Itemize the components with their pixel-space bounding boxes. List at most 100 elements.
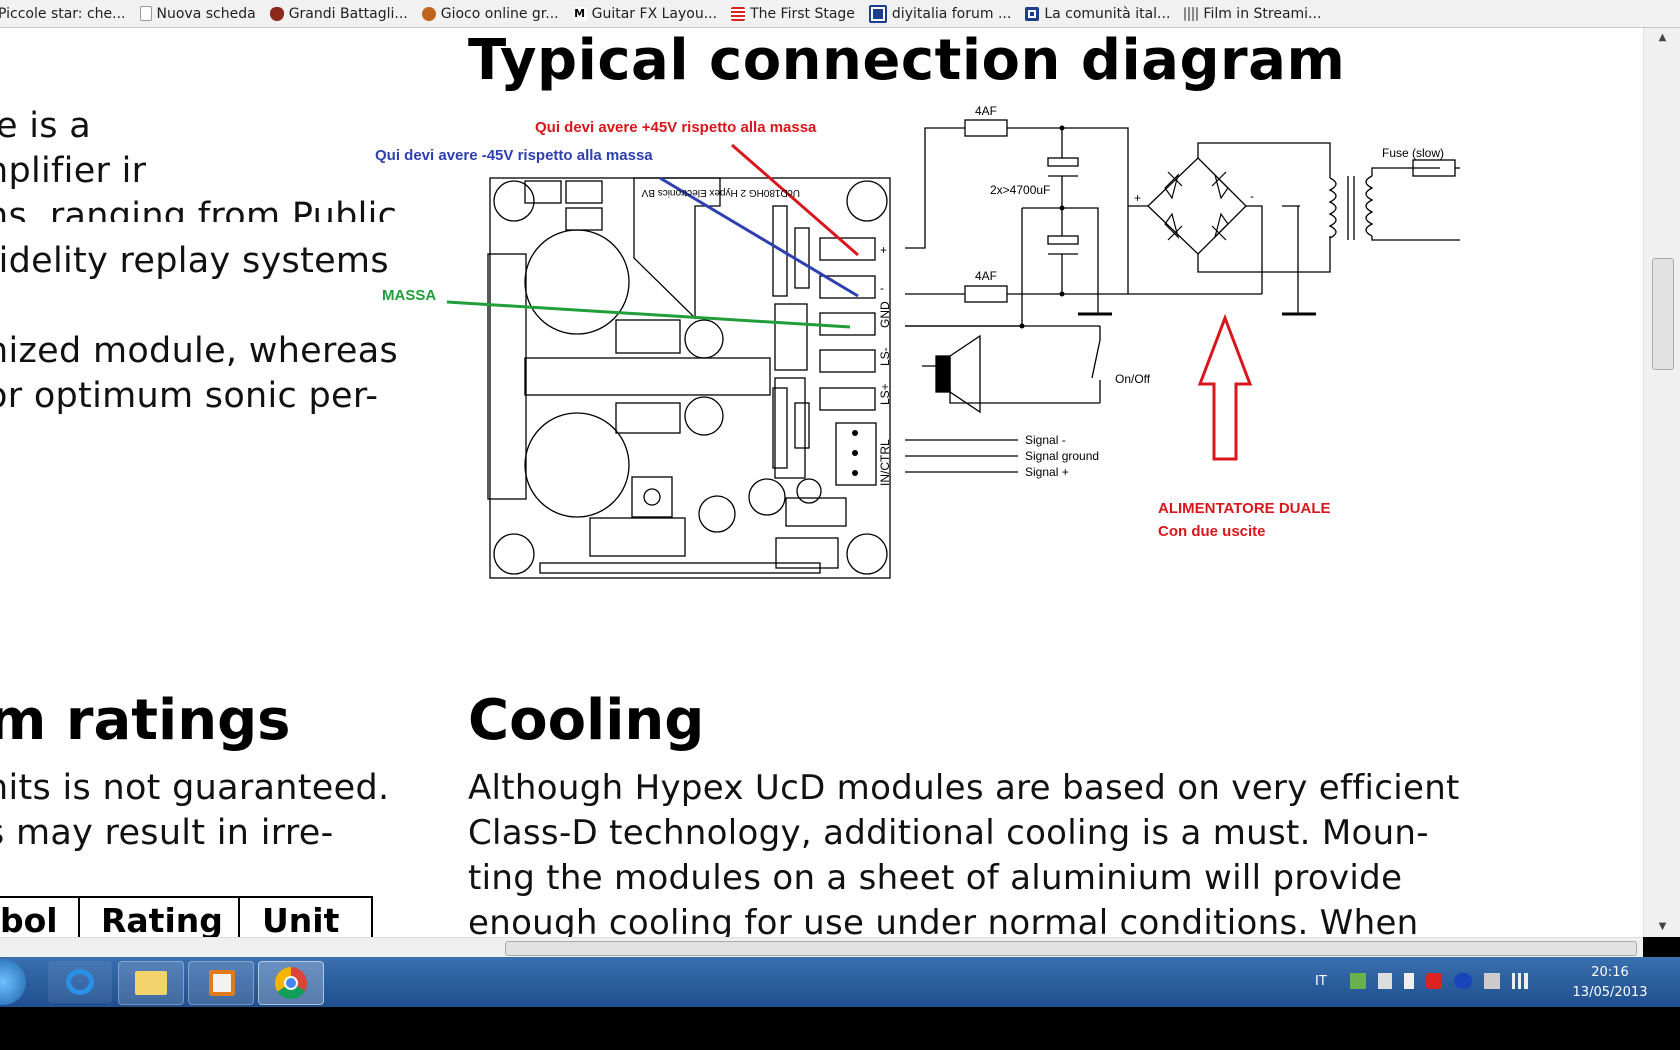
community-icon [1025, 6, 1040, 21]
signal-plus-label: Signal + [1025, 465, 1069, 479]
ratings-table: bol Rating Unit [0, 896, 373, 937]
left-text-line: nplifier in [0, 151, 146, 191]
massa-annotation: MASSA [382, 287, 437, 304]
plus45-annotation: Qui devi avere +45V rispetto alla massa [535, 119, 817, 136]
cooling-text-line: ting the modules on a sheet of aluminium… [468, 858, 1403, 898]
bookmark-item[interactable]: Film in Streami... [1184, 6, 1321, 22]
pin-gnd-label: GND [878, 301, 892, 328]
speaker-icon [935, 355, 951, 393]
rectifier-plus-label: + [1134, 191, 1141, 205]
media-player-icon[interactable] [188, 961, 254, 1005]
left-text-line: fidelity replay systems [0, 241, 389, 281]
game-icon [421, 6, 436, 21]
pin-minus-label: - [880, 281, 884, 295]
language-indicator[interactable]: IT [1315, 974, 1327, 989]
bookmark-item[interactable]: Nuova scheda [139, 5, 256, 22]
left-text-line: le is a [0, 106, 92, 146]
minus45-annotation: Qui devi avere -45V rispetto alla massa [375, 147, 653, 164]
ratings-heading: m ratings [0, 688, 291, 753]
clock-time: 20:16 [1591, 965, 1629, 980]
bridge-rectifier [1147, 157, 1247, 255]
left-text-line: or optimum sonic per- [0, 376, 379, 416]
ratings-text-line: s may result in irre- [0, 813, 334, 853]
ratings-text-line: nits is not guaranteed. [0, 768, 390, 808]
film-icon [1184, 6, 1199, 21]
vertical-scrollbar[interactable]: ▲ ▼ [1643, 28, 1680, 937]
bookmark-item[interactable]: diyitalia forum ... [868, 4, 1012, 23]
cooling-text-line: Class-D technology, additional cooling i… [468, 813, 1429, 853]
forum-icon [868, 4, 887, 23]
bookmark-item[interactable]: Piccole star: che... [0, 6, 126, 22]
bookmark-item[interactable]: La comunità ital... [1025, 6, 1170, 22]
red-arrow-icon [1197, 313, 1253, 461]
bookmark-label: Guitar FX Layou... [591, 5, 718, 22]
internet-explorer-icon[interactable] [48, 961, 112, 1003]
bookmark-label: Piccole star: che... [0, 5, 126, 22]
windows-taskbar: IT 20:16 13/05/2013 [0, 957, 1680, 1007]
connection-diagram: + - GND LS- LS+ IN/CTRL UcD180HG 2 Hypex… [446, 104, 1460, 579]
volume-icon[interactable] [1378, 973, 1392, 989]
shield-icon [269, 6, 284, 21]
bookmark-label: Gioco online gr... [440, 5, 559, 22]
antivirus-icon[interactable] [1426, 973, 1442, 989]
fuse-bottom-label: 4AF [975, 269, 997, 283]
pdf-page: Typical connection diagram le is a nplif… [0, 28, 1643, 937]
fuse-4af-top [964, 119, 1008, 137]
clock[interactable]: 20:16 13/05/2013 [1560, 963, 1660, 1003]
bookmark-item[interactable]: The First Stage [731, 6, 855, 22]
bookmark-item[interactable]: M Guitar FX Layou... [572, 5, 718, 22]
signal-minus-label: Signal - [1025, 433, 1066, 447]
horizontal-scrollbar[interactable] [0, 937, 1643, 958]
fuse-top-label: 4AF [975, 104, 997, 118]
clock-date: 13/05/2013 [1572, 985, 1648, 1000]
bookmark-label: The First Stage [750, 5, 855, 22]
fuse-4af-bottom [964, 285, 1008, 303]
bookmark-label: La comunità ital... [1044, 5, 1171, 22]
battery-icon[interactable] [1404, 973, 1414, 989]
bookmark-label: Grandi Battagli... [288, 5, 408, 22]
flag-icon[interactable] [1484, 973, 1500, 989]
rectifier-minus-label: - [1250, 189, 1254, 203]
screen-bottom-border [0, 1007, 1680, 1050]
scroll-down-arrow-icon[interactable]: ▼ [1658, 921, 1667, 932]
stage-icon [731, 6, 746, 21]
page-viewport: Typical connection diagram le is a nplif… [0, 28, 1643, 937]
scroll-up-arrow-icon[interactable]: ▲ [1658, 32, 1667, 43]
chrome-icon[interactable] [258, 961, 324, 1005]
pin-ls-plus-label: LS+ [878, 383, 892, 405]
start-orb-icon[interactable] [0, 959, 26, 1005]
bookmark-item[interactable]: Grandi Battagli... [269, 5, 408, 22]
bookmark-label: diyitalia forum ... [891, 5, 1012, 22]
psu-annotation-line2: Con due uscite [1158, 523, 1266, 540]
guitar-icon: M [572, 6, 587, 21]
tray-icons [1350, 973, 1528, 991]
vertical-scroll-thumb[interactable] [1652, 258, 1674, 370]
pin-in-ctrl-label: IN/CTRL [878, 439, 892, 486]
table-header-symbol: bol [0, 901, 58, 937]
fuse-slow-label: Fuse (slow) [1382, 146, 1444, 160]
horizontal-scroll-thumb[interactable] [505, 941, 1637, 956]
network-signal-icon[interactable] [1512, 973, 1528, 989]
bookmark-label: Nuova scheda [156, 5, 256, 22]
cooling-text-line: Although Hypex UcD modules are based on … [468, 768, 1460, 808]
cooling-heading: Cooling [468, 688, 705, 753]
psu-annotation-line1: ALIMENTATORE DUALE [1158, 500, 1331, 517]
file-explorer-icon[interactable] [118, 961, 184, 1005]
cooling-text-line: enough cooling for use under normal cond… [468, 903, 1419, 937]
capacitor-label: 2x>4700uF [990, 183, 1050, 197]
pin-plus-label: + [880, 243, 887, 257]
board-text: UcD180HG 2 Hypex Electronics BV [641, 187, 800, 198]
table-header-unit: Unit [262, 901, 340, 937]
table-header-rating: Rating [101, 901, 223, 937]
signal-ground-label: Signal ground [1025, 449, 1099, 463]
diagram-heading: Typical connection diagram [468, 28, 1346, 93]
bookmark-item[interactable]: Gioco online gr... [421, 5, 559, 22]
bookmarks-bar: Piccole star: che... Nuova scheda Grandi… [0, 0, 1680, 28]
pin-ls-minus-label: LS- [878, 347, 892, 366]
page-icon [139, 6, 152, 21]
audio-driver-icon[interactable] [1454, 973, 1472, 989]
bookmark-label: Film in Streami... [1203, 5, 1322, 22]
on-off-label: On/Off [1115, 372, 1151, 386]
left-text-line: nized module, whereas [0, 331, 399, 371]
action-center-icon[interactable] [1350, 973, 1366, 989]
